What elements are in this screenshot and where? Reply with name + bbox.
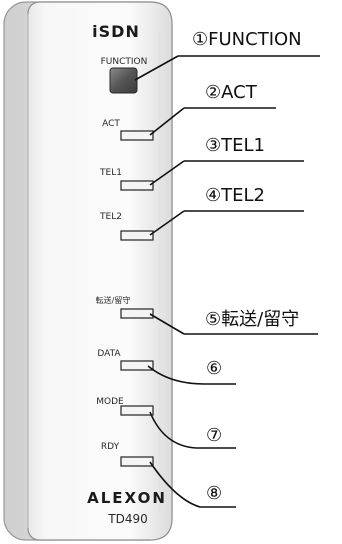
tel2-panel-label: TEL2 <box>99 212 122 222</box>
data-callout-line <box>147 365 236 385</box>
tel1-callout: ③TEL1 <box>205 135 265 156</box>
indicator-tel1: TEL1 ③TEL1 <box>99 135 304 191</box>
tel2-callout-line <box>149 210 185 236</box>
act-led <box>120 130 154 141</box>
model-label: TD490 <box>107 512 147 526</box>
data-callout: ⑥ <box>206 358 222 379</box>
brand-logo-bottom: ALEXON <box>87 489 167 507</box>
function-callout-line <box>134 55 179 81</box>
act-callout: ②ACT <box>205 82 258 103</box>
mode-callout: ⑦ <box>206 425 222 446</box>
rdy-callout: ⑧ <box>206 483 222 504</box>
mode-callout-line <box>149 411 236 449</box>
indicator-act: ACT ②ACT <box>102 82 276 141</box>
tel2-led <box>120 230 154 241</box>
data-led <box>120 360 154 371</box>
indicator-function: FUNCTION ①FUNCTION <box>101 29 320 94</box>
tel1-panel-label: TEL1 <box>99 168 122 178</box>
rdy-panel-label: RDY <box>101 442 120 452</box>
mode-panel-label: MODE <box>96 397 124 407</box>
tel2-callout: ④TEL2 <box>205 185 265 206</box>
indicator-transfer-absence: 転送/留守 ⑤転送/留守 <box>96 295 318 335</box>
indicator-rdy: RDY ⑧ <box>101 442 236 508</box>
rdy-led <box>120 456 154 467</box>
function-callout: ①FUNCTION <box>192 29 302 50</box>
rdy-callout-line <box>149 461 236 508</box>
brand-logo-top: iSDN <box>92 22 140 41</box>
function-button[interactable] <box>109 67 138 94</box>
transfer-absence-callout-line <box>149 313 185 335</box>
indicator-data: DATA ⑥ <box>97 349 236 385</box>
tel1-led <box>120 180 154 191</box>
data-panel-label: DATA <box>97 349 121 359</box>
indicator-mode: MODE ⑦ <box>96 397 236 449</box>
tel1-callout-line <box>149 160 185 186</box>
act-panel-label: ACT <box>102 119 120 129</box>
mode-led <box>120 405 154 416</box>
function-panel-label: FUNCTION <box>101 57 148 67</box>
indicator-tel2: TEL2 ④TEL2 <box>99 185 304 241</box>
act-callout-line <box>149 107 185 136</box>
transfer-absence-panel-label: 転送/留守 <box>96 295 131 305</box>
transfer-absence-led <box>120 308 154 319</box>
transfer-absence-callout: ⑤転送/留守 <box>205 309 299 330</box>
